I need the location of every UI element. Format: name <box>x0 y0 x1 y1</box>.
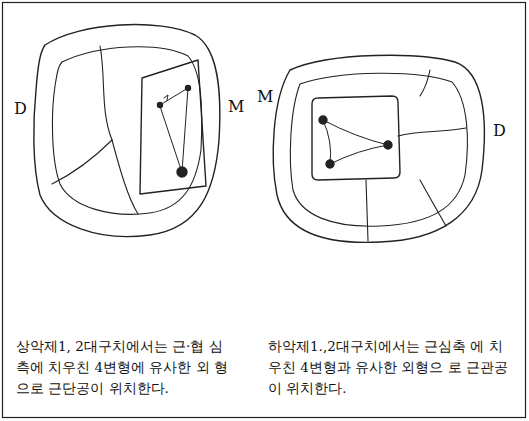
figure-frame <box>3 3 526 418</box>
direction-label: M <box>257 88 273 106</box>
caption-text: 상악제1, 2대구치에서는 근·협 심측에 치우친 4변형에 유사한 외 형으로… <box>16 336 234 399</box>
caption-text: 하악제1.,2대구치에서는 근심축 에 치우친 4변형과 유사한 외형으 로 근… <box>268 336 514 399</box>
direction-label: D <box>493 122 506 140</box>
direction-label: D <box>14 100 27 118</box>
upper-molar <box>34 25 220 237</box>
direction-label: M <box>228 98 244 116</box>
lower-molar <box>273 55 484 242</box>
